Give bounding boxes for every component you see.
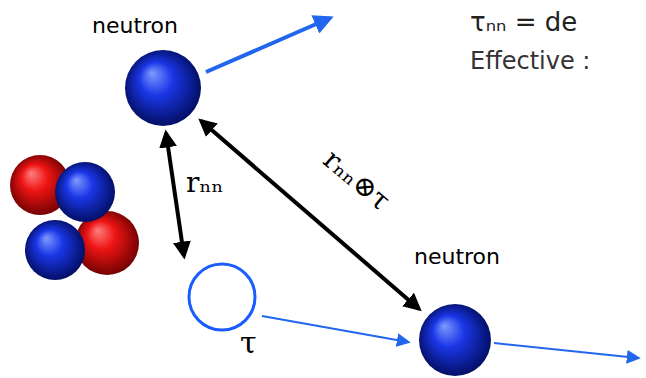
neutron-sphere	[419, 304, 491, 376]
neutron-node: neutron	[125, 50, 201, 126]
particle-name: neutron	[92, 14, 178, 38]
annotation-label: rₙₙ	[186, 168, 224, 199]
neutron-sphere	[55, 162, 115, 222]
distance-arrow	[166, 133, 184, 256]
annotation-label: τ	[240, 326, 257, 359]
delay-arrow	[262, 316, 408, 342]
distance-arrow	[201, 121, 419, 309]
neutron-sphere	[125, 50, 201, 126]
particle-name: neutron	[414, 245, 500, 269]
nucleus	[10, 155, 139, 280]
annotation-label: τₙₙ = de	[470, 8, 577, 37]
neutron-sphere	[25, 220, 85, 280]
edge-label: rₙₙ⊗τ	[314, 142, 397, 219]
neutron-sphere	[419, 304, 491, 376]
neutron-node: neutron	[419, 304, 491, 376]
emission-arrow	[206, 18, 330, 72]
empty-position	[189, 264, 255, 330]
annotation-label: Effective :	[470, 48, 590, 74]
emission-arrow	[494, 343, 638, 358]
neutron-sphere	[125, 50, 201, 126]
